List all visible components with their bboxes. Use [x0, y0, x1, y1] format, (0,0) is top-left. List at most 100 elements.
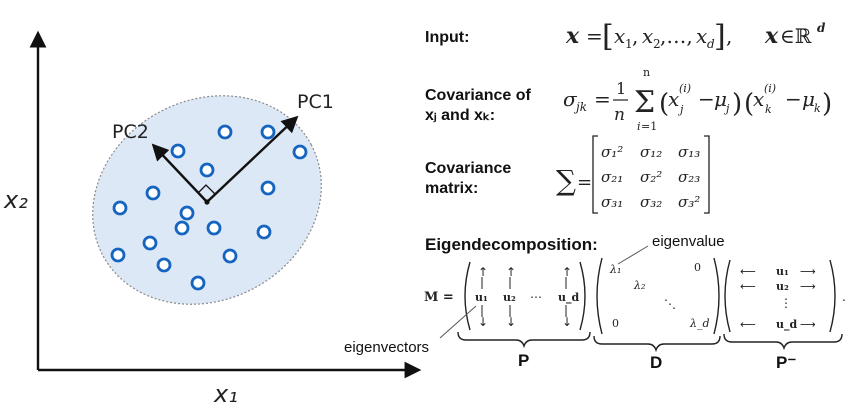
svg-text:(i): (i) [679, 82, 691, 95]
svg-text:σ: σ [563, 87, 578, 111]
svg-text:↑: ↑ [562, 265, 572, 279]
brace-Pinv [723, 333, 843, 351]
svg-text:−: − [698, 87, 715, 111]
cov-matrix-label-line2: matrix: [425, 180, 478, 197]
cov-matrix-label-line1: Covariance [425, 160, 511, 177]
data-point [292, 144, 308, 160]
svg-text:μ: μ [802, 87, 815, 111]
svg-text:x: x [764, 23, 779, 49]
svg-text:=: = [586, 24, 603, 48]
svg-text:,…,: ,…, [660, 24, 693, 48]
scatter-plot: x₂ x₁ PC1 PC2 [3, 30, 422, 408]
svg-text:∑: ∑ [556, 164, 576, 197]
data-point [179, 205, 195, 221]
data-point [112, 200, 128, 216]
m-equals: M = [424, 290, 454, 305]
u1-col: u₁ [475, 291, 488, 304]
data-point [142, 235, 158, 251]
u2-col: u₂ [503, 291, 516, 304]
svg-text:−: − [785, 87, 802, 111]
data-point [170, 143, 186, 159]
svg-text:,: , [726, 24, 732, 48]
covariance-label-line2: xⱼ and xₖ: [425, 107, 495, 124]
data-point [110, 247, 126, 263]
svg-text:↑: ↑ [506, 265, 516, 279]
origin-dot [204, 199, 210, 205]
svg-text:x: x [696, 24, 707, 48]
svg-text:k: k [765, 103, 772, 116]
svg-text:x: x [614, 24, 625, 48]
brace-P [457, 331, 591, 349]
svg-text:,: , [632, 24, 638, 48]
x-axis-label: x₁ [213, 380, 238, 408]
data-points [110, 124, 308, 291]
svg-text:k: k [814, 102, 821, 115]
svg-text:jk: jk [573, 100, 587, 114]
ud-col: u_d [558, 291, 579, 305]
svg-text:x: x [668, 87, 679, 111]
data-point [199, 162, 215, 178]
eigen-label: Eigendecomposition: [425, 235, 598, 254]
data-point [256, 224, 272, 240]
brace-P-label: P [518, 351, 529, 370]
svg-text:⟶: ⟶ [800, 280, 816, 293]
pc1-arrow [206, 115, 299, 203]
svg-text:⟶: ⟶ [800, 318, 816, 331]
svg-text:[: [ [602, 19, 614, 54]
data-point [145, 185, 161, 201]
pc1-label: PC1 [297, 91, 334, 113]
zero-upper: 0 [694, 261, 701, 274]
eigenvector-matrix-P: ↑↓ ↑↓ ↑↓ u₁ u₂ ⋯ u_d [464, 261, 586, 331]
svg-text:d: d [817, 21, 826, 35]
cov-matrix-cell: σ₃₁ [601, 193, 623, 211]
data-point [222, 248, 238, 264]
data-point [174, 220, 190, 236]
input-label: Input: [425, 29, 469, 46]
svg-text:⟶: ⟶ [800, 265, 816, 278]
u2-row: u₂ [776, 280, 789, 293]
cdots: ⋯ [530, 290, 542, 304]
svg-text:(: ( [659, 89, 669, 119]
cov-matrix-cell: σ₂₁ [601, 168, 623, 186]
data-point [156, 257, 172, 273]
eigenvalue-pointer [617, 245, 649, 265]
svg-text:2: 2 [653, 37, 661, 51]
svg-text:⟵: ⟵ [740, 318, 756, 331]
cov-matrix-cell: σ₁₃ [678, 143, 700, 161]
svg-text:⟵: ⟵ [740, 280, 756, 293]
svg-text:]: ] [714, 19, 726, 54]
svg-text:x: x [642, 24, 653, 48]
svg-text:): ) [732, 89, 742, 119]
svg-text:i: i [637, 120, 641, 133]
svg-text:(i): (i) [764, 82, 776, 95]
svg-text:μ: μ [714, 87, 727, 111]
svg-text:⟵: ⟵ [740, 265, 756, 278]
ud-row: u_d [776, 318, 797, 332]
svg-text:): ) [822, 89, 832, 119]
svg-text:x: x [753, 87, 764, 111]
svg-text:(: ( [744, 89, 754, 119]
data-point [190, 275, 206, 291]
brace-Pinv-label: P⁻ [776, 353, 796, 372]
cov-matrix-cell: σ₃₂ [640, 193, 662, 211]
svg-text:j: j [677, 103, 684, 116]
data-point [217, 124, 233, 140]
svg-text:.: . [842, 290, 846, 304]
cov-matrix-cell: σ₂² [640, 168, 662, 186]
data-point [260, 180, 276, 196]
svg-text:Σ: Σ [634, 85, 655, 120]
y-axis-label: x₂ [3, 186, 28, 214]
lambda1: λ₁ [609, 263, 621, 276]
eigenvalue-matrix-D: λ₁ λ₂ ⋱ λ_d 0 0 [596, 257, 720, 335]
eigenvalue-note: eigenvalue [652, 233, 725, 250]
svg-text:n: n [614, 105, 625, 125]
covariance-label-line1: Covariance of [425, 87, 531, 104]
brace-D-label: D [650, 353, 662, 372]
data-point [206, 220, 222, 236]
svg-text:1: 1 [616, 79, 626, 98]
svg-text:=: = [594, 87, 611, 111]
brace-D [593, 335, 721, 353]
